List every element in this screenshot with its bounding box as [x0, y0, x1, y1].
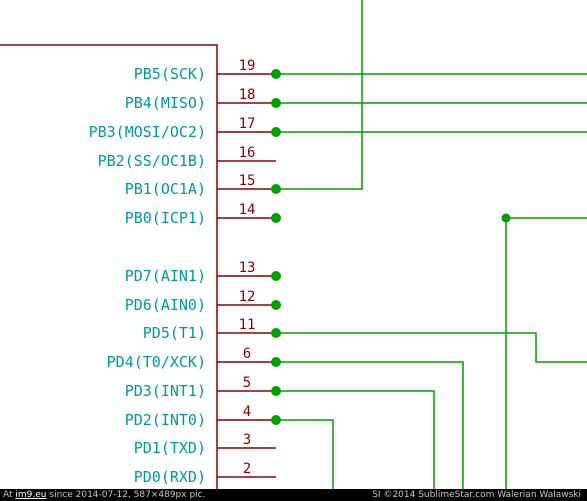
pin-18: PB4(MISO) 18	[125, 87, 281, 112]
image-host-footer: At im9.eu since 2014-07-12, 587×489px pi…	[0, 489, 587, 501]
footer-credit: SI ©2014 SublimeStar.com Walerian Walaws…	[372, 490, 581, 500]
pin-4: PD2(INT0) 4	[125, 404, 281, 429]
footer-site-link[interactable]: im9.eu	[15, 490, 47, 500]
pin-number: 13	[239, 260, 256, 276]
pin-label: PB4(MISO)	[125, 94, 206, 112]
pin-5: PD3(INT1) 5	[125, 375, 281, 400]
pin-label: PD4(T0/XCK)	[107, 353, 206, 371]
pin-3: PD1(TXD) 3	[134, 432, 276, 457]
pin-number: 2	[243, 461, 251, 477]
pin-number: 11	[239, 317, 256, 333]
pin-number: 5	[243, 375, 251, 391]
pin-label: PD6(AIN0)	[125, 296, 206, 314]
pin-number: 16	[239, 145, 256, 161]
wire-pd5	[276, 332, 587, 363]
pin-13: PD7(AIN1) 13	[125, 260, 281, 285]
pin-number: 3	[243, 432, 251, 448]
pin-label: PD3(INT1)	[125, 382, 206, 400]
pin-label: PB3(MOSI/OC2)	[89, 123, 206, 141]
pin-connection-dot	[271, 300, 281, 310]
pin-connection-dot	[271, 213, 281, 223]
footer-left: At im9.eu since 2014-07-12, 587×489px pi…	[3, 489, 205, 501]
pin-number: 4	[243, 404, 251, 420]
pin-6: PD4(T0/XCK) 6	[107, 346, 281, 371]
pin-12: PD6(AIN0) 12	[125, 289, 281, 314]
pin-14: PB0(ICP1) 14	[125, 202, 281, 227]
pin-label: PD1(TXD)	[134, 439, 206, 457]
junction-dot-bus	[501, 213, 511, 223]
pin-11: PD5(T1) 11	[143, 317, 281, 342]
pin-connection-dot	[271, 271, 281, 281]
pin-2: PD0(RXD) 2	[134, 461, 276, 486]
pin-number: 15	[239, 173, 256, 189]
ic-body-outline	[0, 44, 218, 489]
wires-layer	[276, 0, 587, 489]
pin-number: 14	[239, 202, 256, 218]
wire-pb1	[276, 0, 363, 190]
pin-label: PB0(ICP1)	[125, 209, 206, 227]
pin-17: PB3(MOSI/OC2) 17	[89, 116, 281, 141]
pin-label: PD0(RXD)	[134, 468, 206, 486]
pin-number: 18	[239, 87, 256, 103]
pin-19: PB5(SCK) 19	[134, 58, 281, 83]
pin-label: PB1(OC1A)	[125, 180, 206, 198]
pin-label: PD5(T1)	[143, 324, 206, 342]
pin-15: PB1(OC1A) 15	[125, 173, 281, 198]
pin-number: 6	[243, 346, 251, 362]
wire-pd3	[276, 390, 435, 489]
pin-label: PB5(SCK)	[134, 65, 206, 83]
pin-16: PB2(SS/OC1B) 16	[98, 145, 276, 170]
pin-number: 17	[239, 116, 256, 132]
pin-number: 12	[239, 289, 256, 305]
footer-prefix: At	[3, 490, 13, 500]
pin-label: PD7(AIN1)	[125, 267, 206, 285]
wire-pd2	[276, 419, 334, 489]
pin-number: 19	[239, 58, 256, 74]
pin-label: PB2(SS/OC1B)	[98, 152, 206, 170]
footer-info: since 2014-07-12, 587×489px pic.	[49, 490, 206, 500]
wire-pd4	[276, 361, 464, 489]
pin-label: PD2(INT0)	[125, 411, 206, 429]
